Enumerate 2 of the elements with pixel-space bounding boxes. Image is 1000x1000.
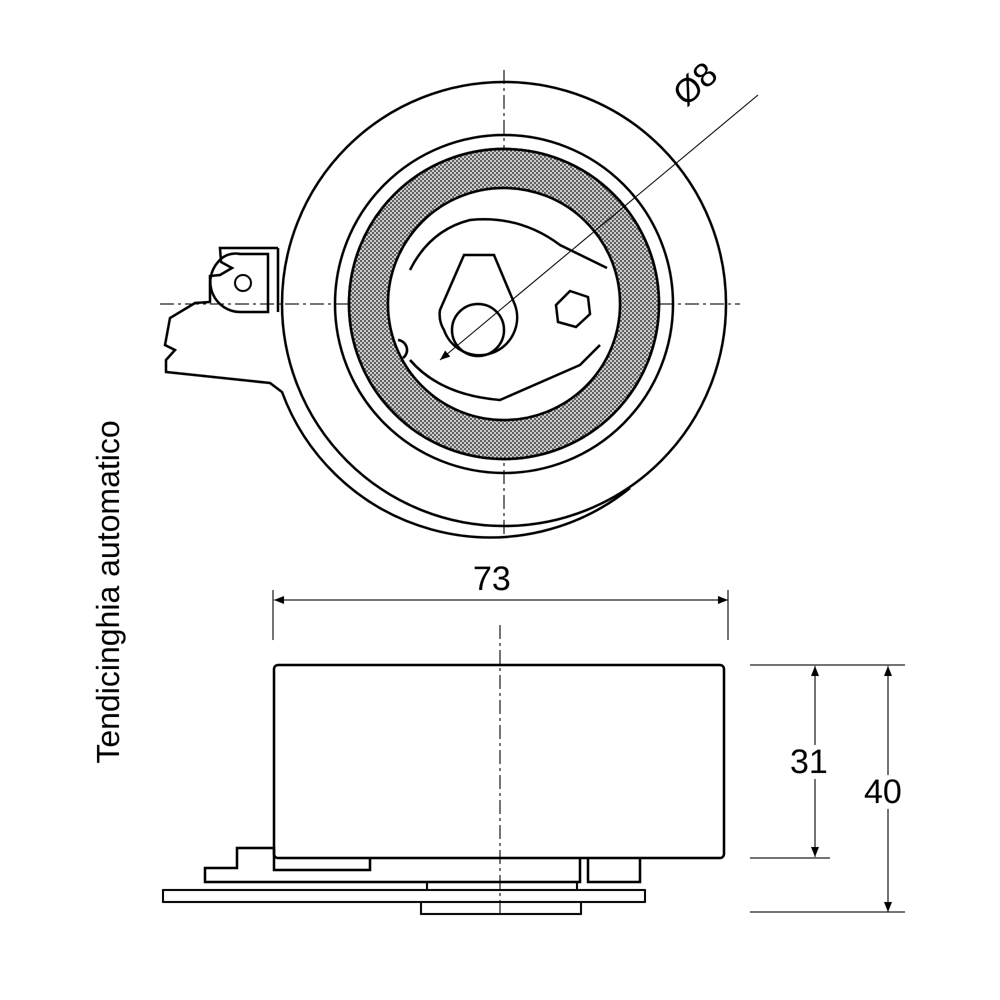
dimension-label: 40 xyxy=(864,775,902,809)
dimension-label: 31 xyxy=(790,745,828,779)
